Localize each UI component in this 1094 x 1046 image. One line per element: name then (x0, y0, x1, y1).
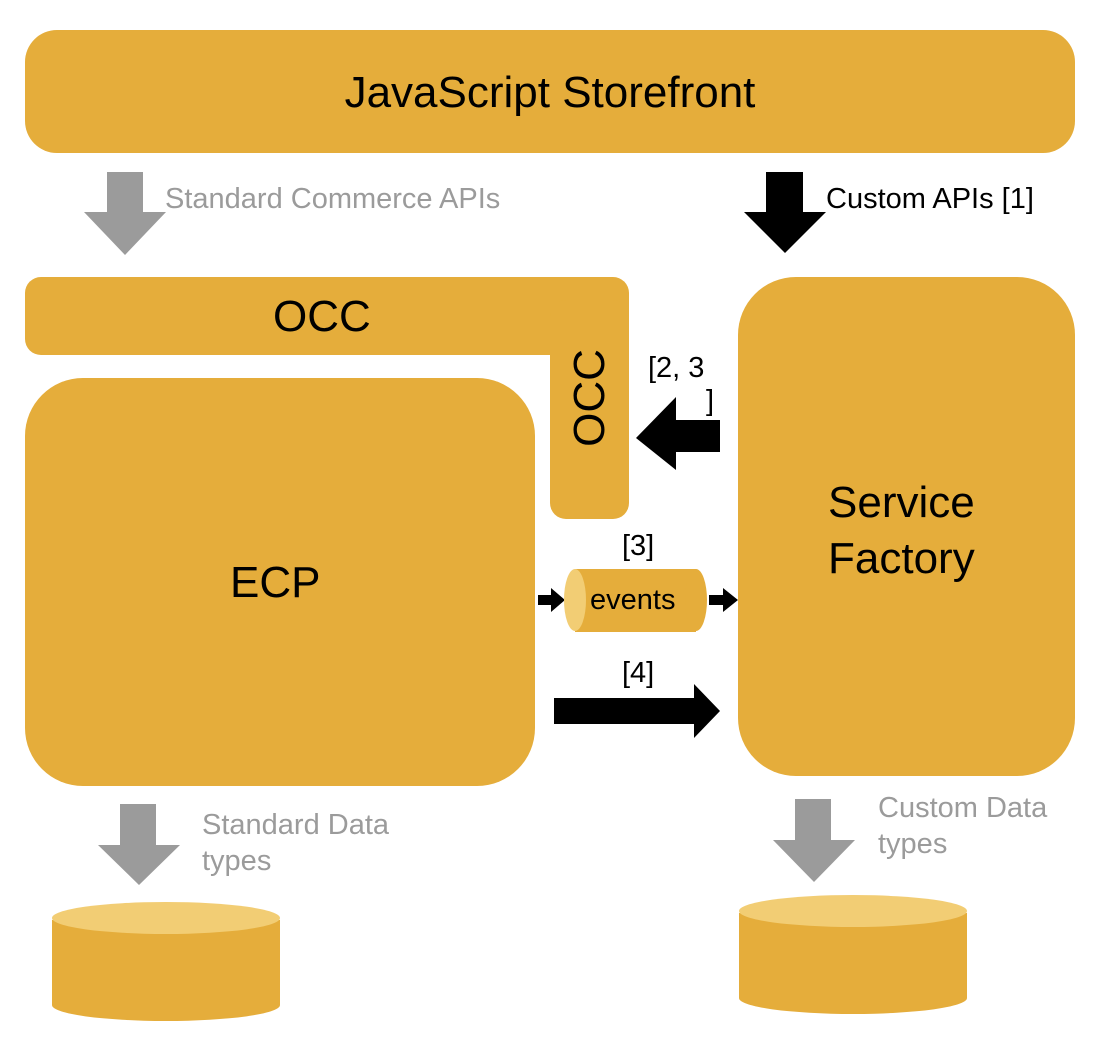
standard-database (52, 902, 280, 1021)
occ-call-label-line2: ] (706, 385, 715, 417)
direct-call-arrow (554, 684, 720, 738)
standard-apis-arrow (84, 172, 166, 255)
standard-data-arrow (98, 804, 180, 885)
occ-call-arrow (636, 397, 720, 470)
javascript-storefront-label: JavaScript Storefront (344, 68, 756, 117)
service-factory-label-line2: Factory (828, 534, 975, 583)
service-factory-label: Service Factory (828, 475, 975, 587)
standard-data-label-line2: types (202, 845, 272, 877)
direct-call-label: [4] (622, 657, 655, 689)
occ-call-label: [2, 3 ] (648, 352, 714, 418)
custom-data-arrow (773, 799, 855, 882)
ecp-to-events-arrow (538, 588, 565, 612)
service-factory-box: Service Factory (738, 277, 1075, 776)
ecp-label: ECP (230, 558, 321, 607)
custom-apis-label: Custom APIs [1] (826, 183, 1034, 215)
javascript-storefront-box: JavaScript Storefront (25, 30, 1075, 153)
custom-data-label-line2: types (878, 828, 948, 860)
ecp-box: ECP (25, 378, 535, 786)
standard-data-label: Standard Data types (202, 807, 389, 879)
standard-apis-label: Standard Commerce APIs (165, 183, 501, 215)
occ-horizontal-bar: OCC (25, 277, 629, 355)
standard-data-label-line1: Standard Data (202, 809, 390, 841)
custom-database (739, 895, 967, 1014)
events-number-label: [3] (622, 530, 655, 562)
custom-data-label: Custom Data types (878, 790, 1047, 862)
occ-call-label-line1: [2, 3 (648, 352, 705, 384)
events-to-service-factory-arrow (709, 588, 738, 612)
custom-apis-arrow (744, 172, 826, 253)
events-label: events (590, 584, 676, 616)
occ-horizontal-label: OCC (273, 292, 371, 341)
service-factory-label-line1: Service (828, 478, 975, 527)
custom-data-label-line1: Custom Data (878, 792, 1048, 824)
occ-vertical-bar: OCC (550, 300, 629, 519)
events-queue-cylinder (564, 569, 707, 632)
